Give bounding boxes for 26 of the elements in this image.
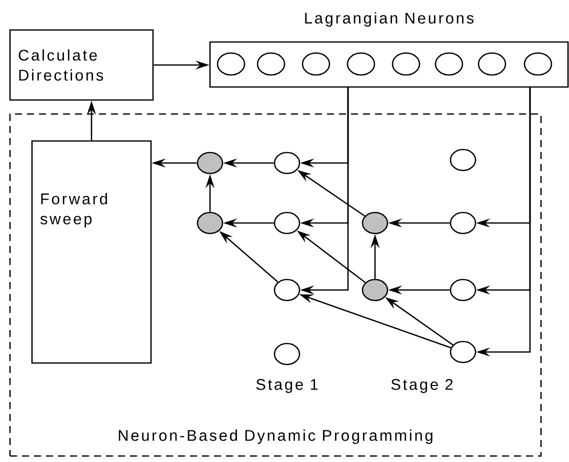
neuron-circle xyxy=(524,52,552,76)
stage-label: Stage 2 xyxy=(391,378,453,393)
neuron-circle xyxy=(196,152,224,174)
neuron-circle xyxy=(274,212,300,234)
neuron-circle xyxy=(392,52,420,76)
node-label: Lagrangian Neurons xyxy=(305,12,474,27)
neuron-circle xyxy=(196,212,224,234)
neuron-circle xyxy=(274,278,300,302)
neuron-bar: Lagrangian Neurons xyxy=(209,12,569,88)
neuron-circle xyxy=(478,52,506,76)
neuron-circle xyxy=(346,52,376,76)
process-box: Forward sweep xyxy=(31,140,152,364)
neuron-circle xyxy=(302,52,330,76)
neuron-circle xyxy=(450,212,476,234)
neuron-circle xyxy=(362,212,388,234)
neuron-circle xyxy=(256,52,286,76)
neuron-circle xyxy=(274,342,300,366)
stage-label: Stage 1 xyxy=(256,378,318,393)
process-box: Calculate Directions xyxy=(9,29,154,101)
neuron-circle xyxy=(450,340,476,364)
neuron-circle xyxy=(216,52,246,76)
neuron-circle xyxy=(434,52,464,76)
neuron-circle xyxy=(274,152,300,174)
neuron-circle xyxy=(450,278,476,302)
neuron-circle xyxy=(362,278,388,302)
neuron-circle xyxy=(450,148,476,172)
